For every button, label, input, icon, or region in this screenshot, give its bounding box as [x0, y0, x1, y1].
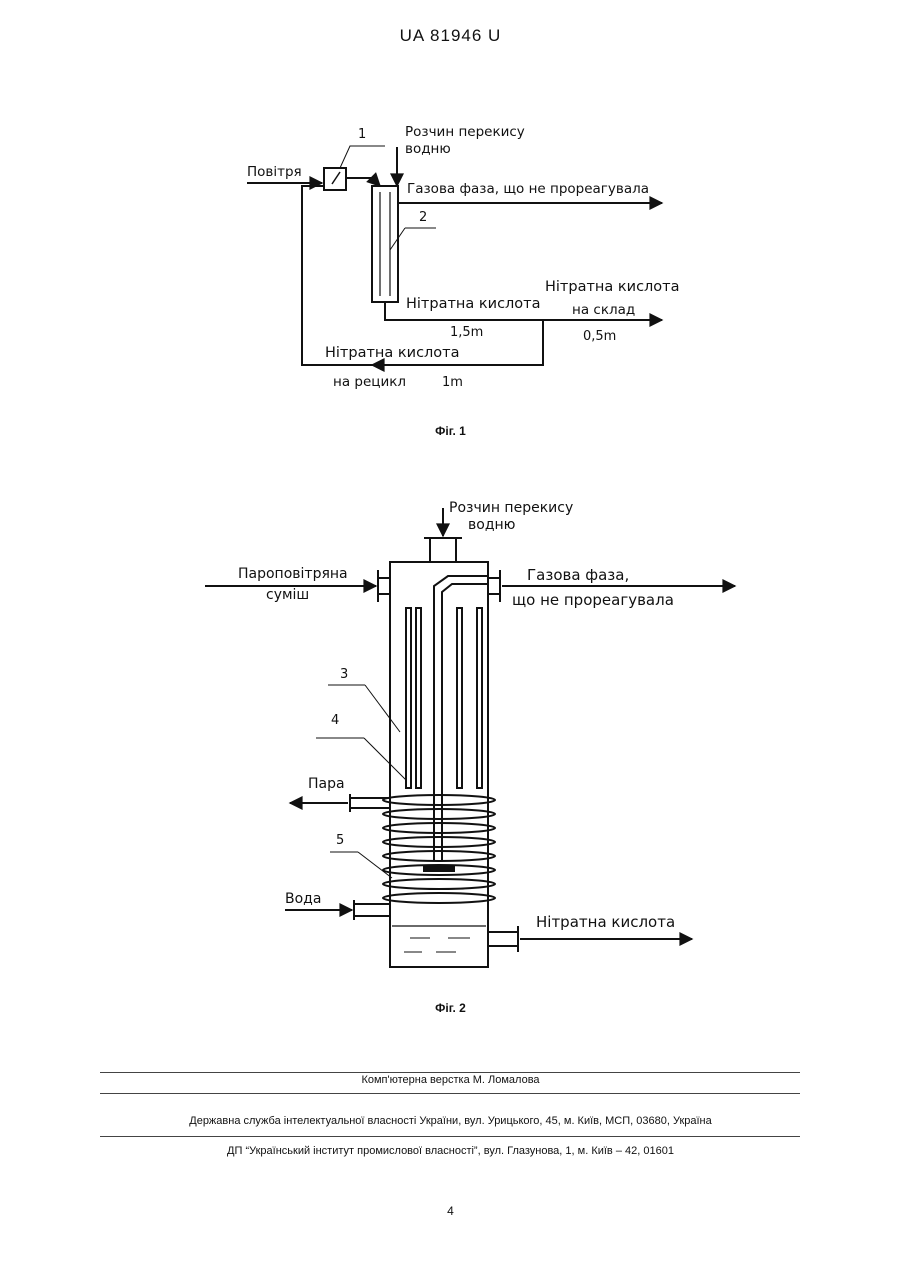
svg-text:1: 1 [358, 127, 366, 142]
svg-text:4: 4 [331, 713, 339, 728]
svg-text:Нітратна кислота: Нітратна кислота [406, 296, 541, 312]
svg-text:Повітря: Повітря [247, 164, 302, 180]
svg-text:3: 3 [340, 667, 348, 682]
figure-1-diagram: 1 Розчин перекису водню Повітря Газова ф… [0, 0, 901, 420]
svg-text:Розчин перекису: Розчин перекису [449, 500, 573, 516]
footer-rule-middle [100, 1093, 800, 1094]
figure-1-caption: Фіг. 1 [0, 424, 901, 438]
svg-text:2: 2 [419, 210, 427, 225]
top-nozzle [430, 538, 456, 562]
svg-text:1m: 1m [442, 375, 463, 390]
page-number: 4 [0, 1204, 901, 1218]
svg-text:Нітратна кислота: Нітратна кислота [545, 279, 680, 295]
svg-text:водню: водню [468, 517, 516, 533]
layout-credit: Комп'ютерна верстка М. Ломалова [0, 1074, 901, 1086]
svg-text:суміш: суміш [266, 587, 309, 603]
svg-text:Вода: Вода [285, 891, 321, 907]
svg-text:на склад: на склад [572, 302, 635, 318]
svg-text:Газова фаза,: Газова фаза, [527, 566, 629, 584]
svg-text:на рецикл: на рецикл [333, 374, 406, 390]
svg-text:що не прореагувала: що не прореагувала [512, 591, 674, 609]
svg-text:Нітратна кислота: Нітратна кислота [325, 345, 460, 361]
svg-text:Газова фаза, що не прореагувал: Газова фаза, що не прореагувала [407, 181, 649, 197]
footer-rule-top [100, 1072, 800, 1073]
svg-text:Розчин перекису: Розчин перекису [405, 124, 525, 140]
svg-text:5: 5 [336, 833, 344, 848]
svg-text:1,5m: 1,5m [450, 325, 483, 340]
svg-text:Нітратна кислота: Нітратна кислота [536, 913, 675, 931]
patent-office-address: Державна служба інтелектуальної власност… [0, 1115, 901, 1127]
figure-2-caption: Фіг. 2 [0, 1001, 901, 1015]
svg-text:Пара: Пара [308, 776, 345, 792]
svg-text:Пароповітряна: Пароповітряна [238, 566, 348, 582]
reactor-vessel [390, 562, 488, 967]
svg-text:водню: водню [405, 141, 451, 157]
figure-2-diagram: Розчин перекису водню Пароповітряна сумі… [0, 480, 901, 1000]
svg-text:0,5m: 0,5m [583, 329, 616, 344]
institute-address: ДП “Український інститут промислової вла… [0, 1145, 901, 1157]
footer-rule-bottom [100, 1136, 800, 1137]
